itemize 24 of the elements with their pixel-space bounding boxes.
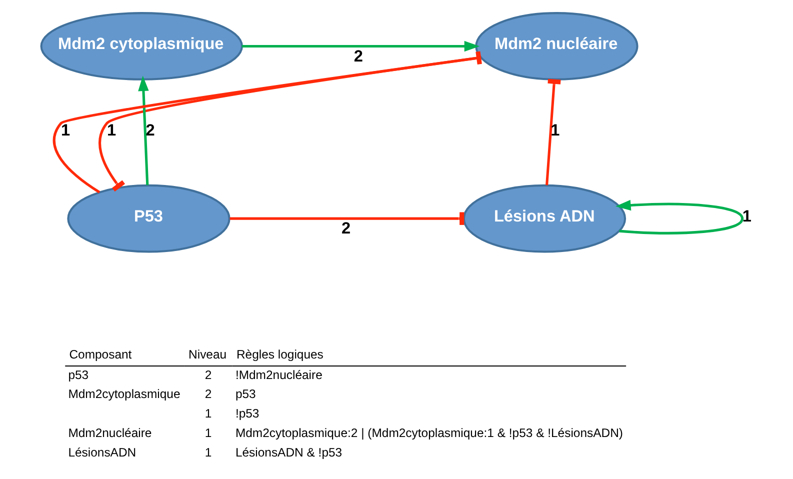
label: p53 xyxy=(234,386,256,401)
edge-label: 1 xyxy=(742,206,751,225)
label: 1 xyxy=(204,406,212,420)
label: Mdm2cytoplasmique xyxy=(68,386,180,401)
edge-label: 2 xyxy=(341,219,350,238)
edge-label: 1 xyxy=(106,120,116,139)
label: !Mdm2nucléaire xyxy=(234,367,322,382)
label: Composant xyxy=(68,346,132,361)
edge-label: 2 xyxy=(145,120,154,139)
label: LésionsADN & !p53 xyxy=(234,444,342,459)
edge-label: 1 xyxy=(550,120,560,139)
label: LésionsADN xyxy=(68,444,136,459)
label: 1 xyxy=(204,425,212,440)
label: Mdm2cytoplasmique:2 | (Mdm2cytoplasmique:1 & !p53 & !LésionsADN) xyxy=(234,425,623,440)
edge-label: 2 xyxy=(353,46,362,65)
label: Niveau xyxy=(188,346,226,361)
label: Mdm2nucléaire xyxy=(68,425,152,440)
label: 2 xyxy=(204,386,212,401)
label: 1 xyxy=(204,444,212,459)
label: !p53 xyxy=(234,406,259,420)
label: Règles logiques xyxy=(236,346,323,361)
edge-label: 1 xyxy=(60,120,70,139)
label: 2 xyxy=(204,367,212,382)
label: p53 xyxy=(68,367,88,382)
